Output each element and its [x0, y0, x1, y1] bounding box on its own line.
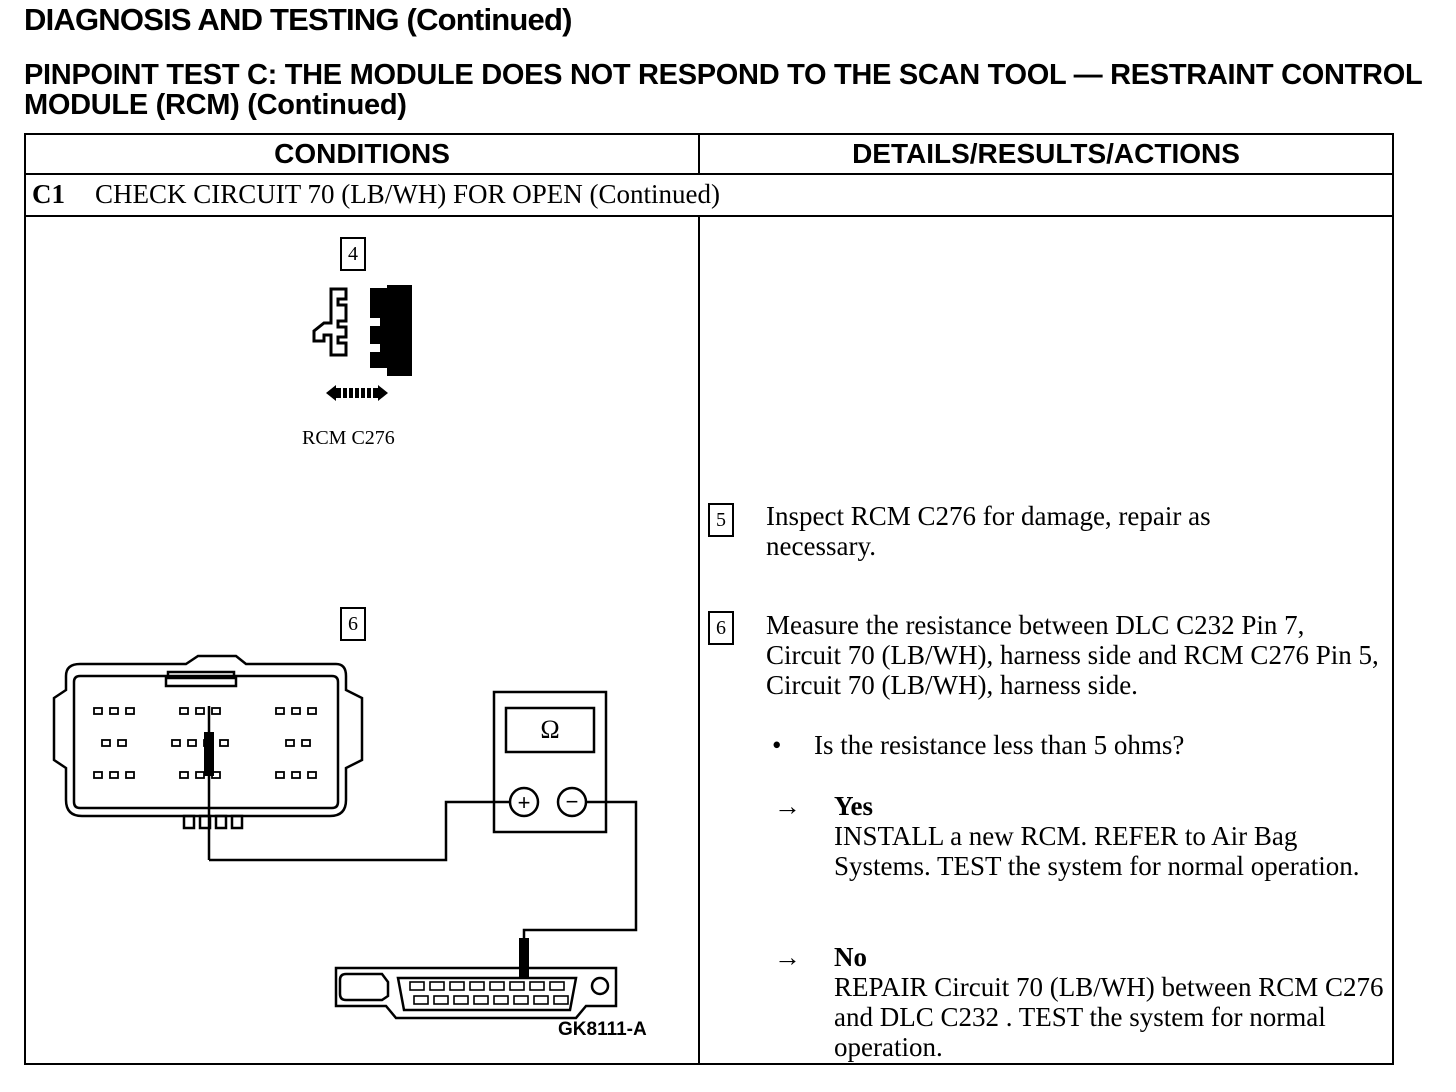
- meter-ohm-symbol: Ω: [540, 715, 559, 744]
- lead-negative: [522, 800, 638, 972]
- dlc-pins: [409, 981, 569, 1005]
- no-text: REPAIR Circuit 70 (LB/WH) between RCM C2…: [834, 972, 1384, 1062]
- connector-label: RCM C276: [302, 427, 395, 449]
- step-code: C1: [32, 179, 65, 209]
- details-header: DETAILS/RESULTS/ACTIONS: [852, 138, 1240, 169]
- callout-6-action: 6: [708, 611, 734, 645]
- question-text: Is the resistance less than 5 ohms?: [814, 730, 1185, 760]
- rcm-connector-face: [52, 654, 364, 830]
- resistance-test-diagram: Ω + −: [52, 654, 638, 1020]
- meter-plus-terminal: +: [518, 790, 531, 815]
- callout-4: 4: [340, 237, 366, 271]
- callout-5: 5: [708, 503, 734, 537]
- conditions-header: CONDITIONS: [274, 138, 450, 169]
- yes-label: Yes: [834, 791, 873, 821]
- dlc-probe: [519, 938, 529, 978]
- bullet: •: [772, 730, 782, 760]
- page-heading: DIAGNOSIS AND TESTING (Continued): [24, 2, 572, 37]
- step-rule: [26, 215, 1392, 217]
- step-title: CHECK CIRCUIT 70 (LB/WH) FOR OPEN (Conti…: [95, 179, 720, 209]
- lead-positive: [209, 800, 510, 862]
- arrow-left-icon: [326, 385, 336, 401]
- pinpoint-test-title: PINPOINT TEST C: THE MODULE DOES NOT RES…: [24, 59, 1422, 121]
- pinpoint-table: CONDITIONS DETAILS/RESULTS/ACTIONS C1 CHE…: [24, 133, 1394, 1065]
- step-row: C1 CHECK CIRCUIT 70 (LB/WH) FOR OPEN (Con…: [32, 179, 720, 210]
- meter-minus-terminal: −: [566, 789, 579, 814]
- no-label: No: [834, 942, 867, 972]
- callout-6: 6: [340, 607, 366, 641]
- no-arrow-icon: →: [774, 942, 801, 972]
- dlc-connector: [334, 966, 618, 1020]
- connector-housing-open: [312, 287, 348, 357]
- header-rule: [26, 173, 1392, 175]
- arrow-right-icon: [378, 385, 388, 401]
- connector-housing-solid: [370, 285, 412, 376]
- column-divider: [698, 217, 700, 1063]
- yes-arrow-icon: →: [774, 791, 801, 821]
- figure-id: GK8111-A: [558, 1019, 647, 1040]
- rcm-connector-diagram: [312, 285, 412, 401]
- step5-text: Inspect RCM C276 for damage, repair as n…: [766, 501, 1211, 561]
- yes-text: INSTALL a new RCM. REFER to Air Bag Syst…: [834, 821, 1360, 881]
- step6-text: Measure the resistance between DLC C232 …: [766, 610, 1379, 700]
- header-divider: [698, 135, 700, 175]
- ohmmeter: [492, 690, 608, 834]
